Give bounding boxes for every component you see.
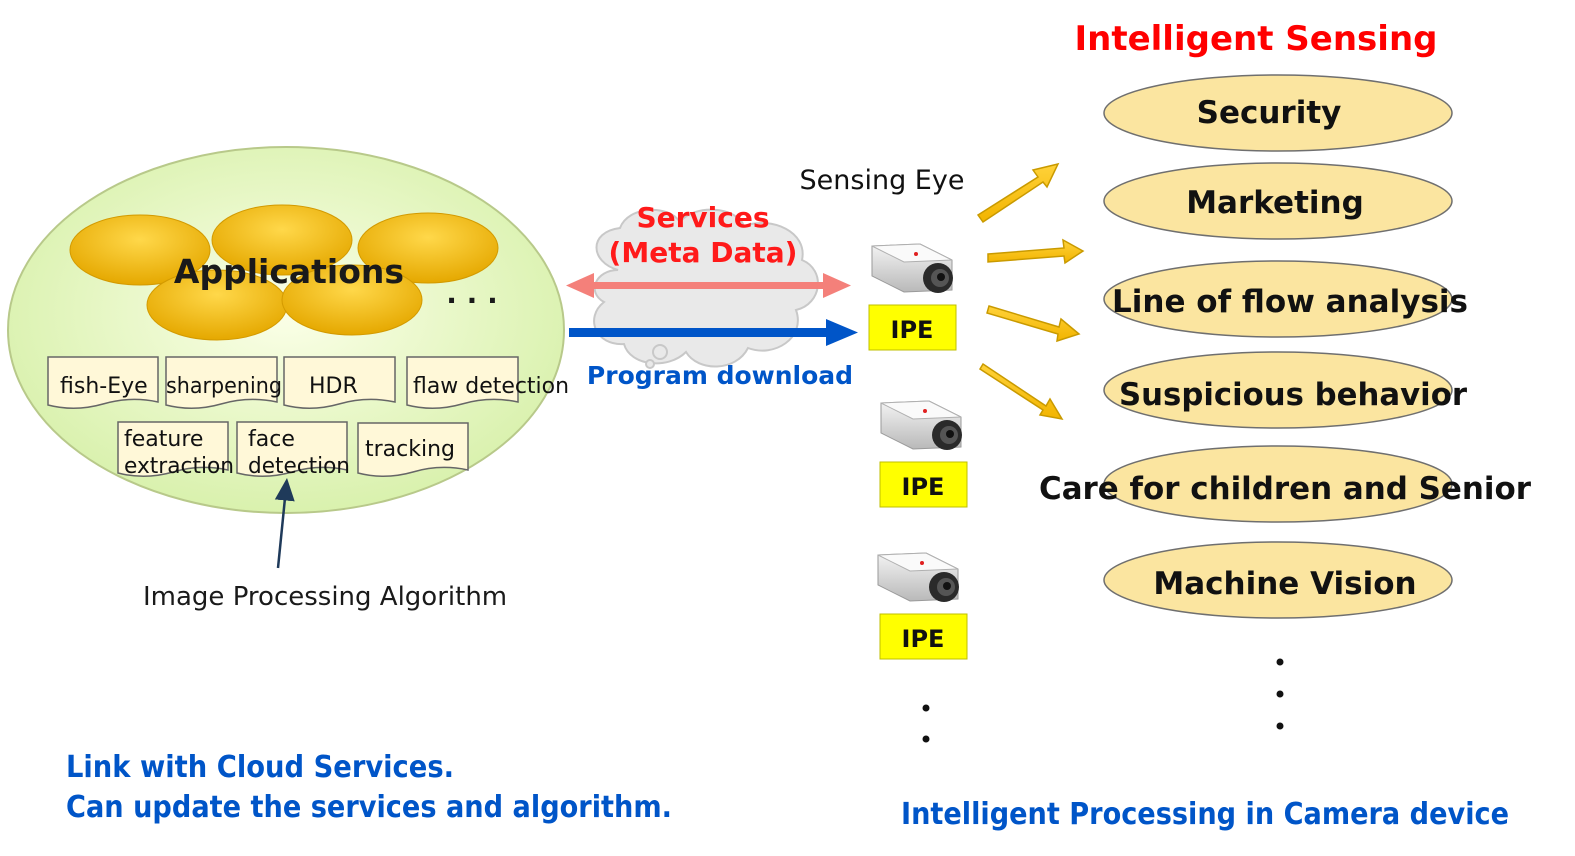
program-download-arrow [569,319,858,346]
ipe-badge: IPE [879,613,968,660]
algorithm-card [165,356,278,409]
algorithm-tracking: tracking [365,437,455,462]
algorithm-card [406,356,519,409]
algorithm-card [236,421,348,477]
applications-more: · · · [446,284,497,317]
algorithm-fisheye: fish-Eye [60,374,148,399]
algorithm-card [117,421,229,477]
ipe-badge: IPE [879,461,968,508]
sensing-item-line-of-flow: Line of flow analysis [1112,284,1468,320]
app-blob [281,264,423,336]
algorithm-card [357,422,469,477]
algorithm-hdr: HDR [309,374,358,399]
sensing-item-security: Security [1197,95,1342,131]
algorithm-card [283,356,396,409]
ipe-label: IPE [891,316,934,344]
gold-arrow [976,162,1060,224]
app-blob [211,204,353,276]
sensing-oval [1103,162,1453,240]
ipe-label: IPE [902,473,945,501]
algorithm-feature-line1: feature [124,427,203,452]
gold-arrow [987,238,1085,265]
algorithm-card [47,356,159,409]
ipe-badge: IPE [868,304,957,351]
sensing-oval [1103,445,1453,523]
applications-label: Applications [174,252,404,291]
algorithm-flaw-detection: flaw detection [413,374,569,399]
intelligent-sensing-heading: Intelligent Sensing [1074,19,1437,59]
app-blob [357,212,499,284]
sensing-item-machine-vision: Machine Vision [1153,566,1416,602]
gold-arrow [986,305,1081,343]
sensing-oval [1103,74,1453,152]
services-label: Services [636,201,769,234]
sensing-item-care: Care for children and Senior [1039,471,1532,507]
camera-icon [871,243,953,293]
camera-icon [877,552,959,602]
app-blob [69,214,211,286]
more-sensing-dots [1276,658,1284,730]
sensing-item-marketing: Marketing [1186,185,1364,221]
gold-arrow [978,362,1064,421]
gold-arrows [976,162,1085,421]
algorithm-pointer-arrow [274,478,295,569]
sensing-oval [1103,351,1453,429]
meta-data-label: (Meta Data) [609,236,798,269]
program-download-label: Program download [587,361,853,390]
algorithm-sharpening: sharpening [166,374,282,399]
services-arrow [566,273,851,298]
algorithm-feature-line2: extraction [124,454,234,479]
algorithm-face-line1: face [248,427,295,452]
sensing-oval [1103,260,1453,338]
camera-icon [880,400,962,450]
sensing-oval [1103,541,1453,619]
sensing-items: Security Marketing Line of flow analysis… [1039,74,1532,619]
footer-left-line2: Can update the services and algorithm. [66,790,672,825]
footer-left-line1: Link with Cloud Services. [66,750,454,785]
footer-right: Intelligent Processing in Camera device [901,797,1509,832]
sensing-eye-label: Sensing Eye [800,165,965,196]
sensing-item-suspicious: Suspicious behavior [1119,377,1468,413]
algorithm-caption: Image Processing Algorithm [143,582,507,612]
ipe-label: IPE [902,625,945,653]
algorithm-face-line2: detection [248,454,350,479]
more-cameras-dots [922,704,930,743]
applications-group: Applications · · · fish-Eye sharpening H… [7,146,569,514]
